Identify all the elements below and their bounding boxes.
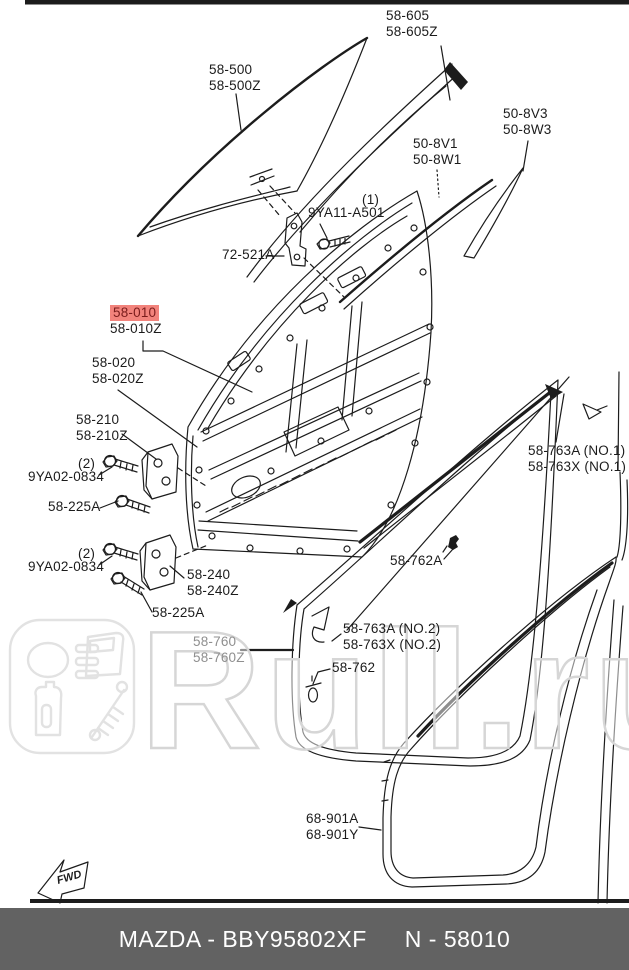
part-number-line: 58-225A xyxy=(48,499,101,514)
leader-lines xyxy=(98,45,565,831)
part-label-9YA11-A501-qty: (1) xyxy=(362,192,379,208)
part-number-line: 68-901A xyxy=(306,811,359,826)
part-label-58-225A-upper: 58-225A xyxy=(48,499,100,515)
part-number-line: (1) xyxy=(362,192,380,207)
part-label-58-763A-no2: 58-763A (NO.2)58-763X (NO.2) xyxy=(343,621,441,653)
part-number-line: 58-760 xyxy=(193,634,237,649)
hinge-bolt-upper-1 xyxy=(102,454,139,473)
part-label-9YA02-0834-upper: 9YA02-0834 xyxy=(28,469,104,485)
diagram-artwork: FWD xyxy=(25,0,629,904)
part-number-line: 50-8W1 xyxy=(413,152,462,167)
part-label-58-763A-no1: 58-763A (NO.1)58-763X (NO.1) xyxy=(528,443,626,475)
part-number-line: 9YA02-0834 xyxy=(28,559,105,574)
belt-molding xyxy=(338,178,497,310)
part-label-9YA11-A501: 9YA11-A501 xyxy=(308,205,385,221)
part-number-line: 72-521A xyxy=(222,247,275,262)
panel-bolt-holes xyxy=(193,224,434,555)
rear-sash-strip xyxy=(463,167,524,259)
part-number-line: 58-762 xyxy=(332,660,376,675)
part-number-line: 9YA02-0834 xyxy=(28,469,105,484)
part-number-line: 58-240 xyxy=(187,567,231,582)
part-number-line: 50-8W3 xyxy=(503,122,552,137)
highlighted-part-number: 58-010 xyxy=(110,305,162,321)
opening-seal xyxy=(381,471,629,904)
part-number-line: 58-225A xyxy=(152,605,205,620)
hinge-bolt-lower-1 xyxy=(102,542,139,561)
molding-no1 xyxy=(358,371,620,549)
upper-hinge xyxy=(141,443,207,500)
part-label-58-225A-lower: 58-225A xyxy=(152,605,204,621)
footer-part-number: N - 58010 xyxy=(404,925,511,952)
part-number-line: 50-8V1 xyxy=(413,136,458,151)
part-number-line: 58-763X (NO.2) xyxy=(343,637,442,652)
door-glass xyxy=(136,36,369,238)
clip-58-762 xyxy=(305,675,322,703)
part-number-line: 58-605Z xyxy=(386,24,438,39)
part-number-line: 58-010Z xyxy=(110,321,162,336)
part-number-line: 58-605 xyxy=(386,8,430,23)
part-number-line: 58-500 xyxy=(209,62,253,77)
part-label-58-762: 58-762 xyxy=(332,660,375,676)
hinge-bolt-lower-2 xyxy=(110,571,145,596)
bottom-rule xyxy=(30,899,629,903)
part-number-line: 58-763A (NO.2) xyxy=(343,621,441,636)
molding-no2-flag xyxy=(311,606,330,643)
part-number-line: 58-020 xyxy=(92,355,136,370)
part-label-58-762A: 58-762A xyxy=(390,553,442,569)
part-number-line: 58-500Z xyxy=(209,78,261,93)
part-number-line: 58-763X (NO.1) xyxy=(528,459,627,474)
part-number-line: 58-760Z xyxy=(193,650,245,665)
part-number-line: 58-240Z xyxy=(187,583,239,598)
part-number-line: (2) xyxy=(78,546,96,561)
leader-no2-long xyxy=(346,376,570,631)
part-label-9YA02-0834-qty-upper: (2) xyxy=(78,456,95,472)
door-panel-assembly xyxy=(185,190,434,558)
part-label-9YA02-0834-qty-lower: (2) xyxy=(78,546,95,562)
glass-run-channel xyxy=(246,62,468,283)
lower-hinge xyxy=(139,534,209,591)
part-number-line: 58-210Z xyxy=(76,428,128,443)
part-number-line: 50-8V3 xyxy=(503,106,548,121)
footer-catalog-code: MAZDA - BBY95802XF xyxy=(118,925,367,952)
part-number-line: 58-020Z xyxy=(92,371,144,386)
part-number-line: (2) xyxy=(78,456,96,471)
part-number-line: 58-210 xyxy=(76,412,120,427)
part-label-72-521A: 72-521A xyxy=(222,247,274,263)
footer-bar: MAZDA - BBY95802XF N - 58010 xyxy=(0,908,629,970)
clip-58-762A xyxy=(442,535,459,553)
part-number-line: 9YA11-A501 xyxy=(308,205,385,220)
part-label-9YA02-0834-lower: 9YA02-0834 xyxy=(28,559,104,575)
part-number-line: 68-901Y xyxy=(306,827,359,842)
top-rule xyxy=(25,0,629,5)
part-number-line: 58-762A xyxy=(390,553,443,568)
part-number-line: 58-763A (NO.1) xyxy=(528,443,626,458)
